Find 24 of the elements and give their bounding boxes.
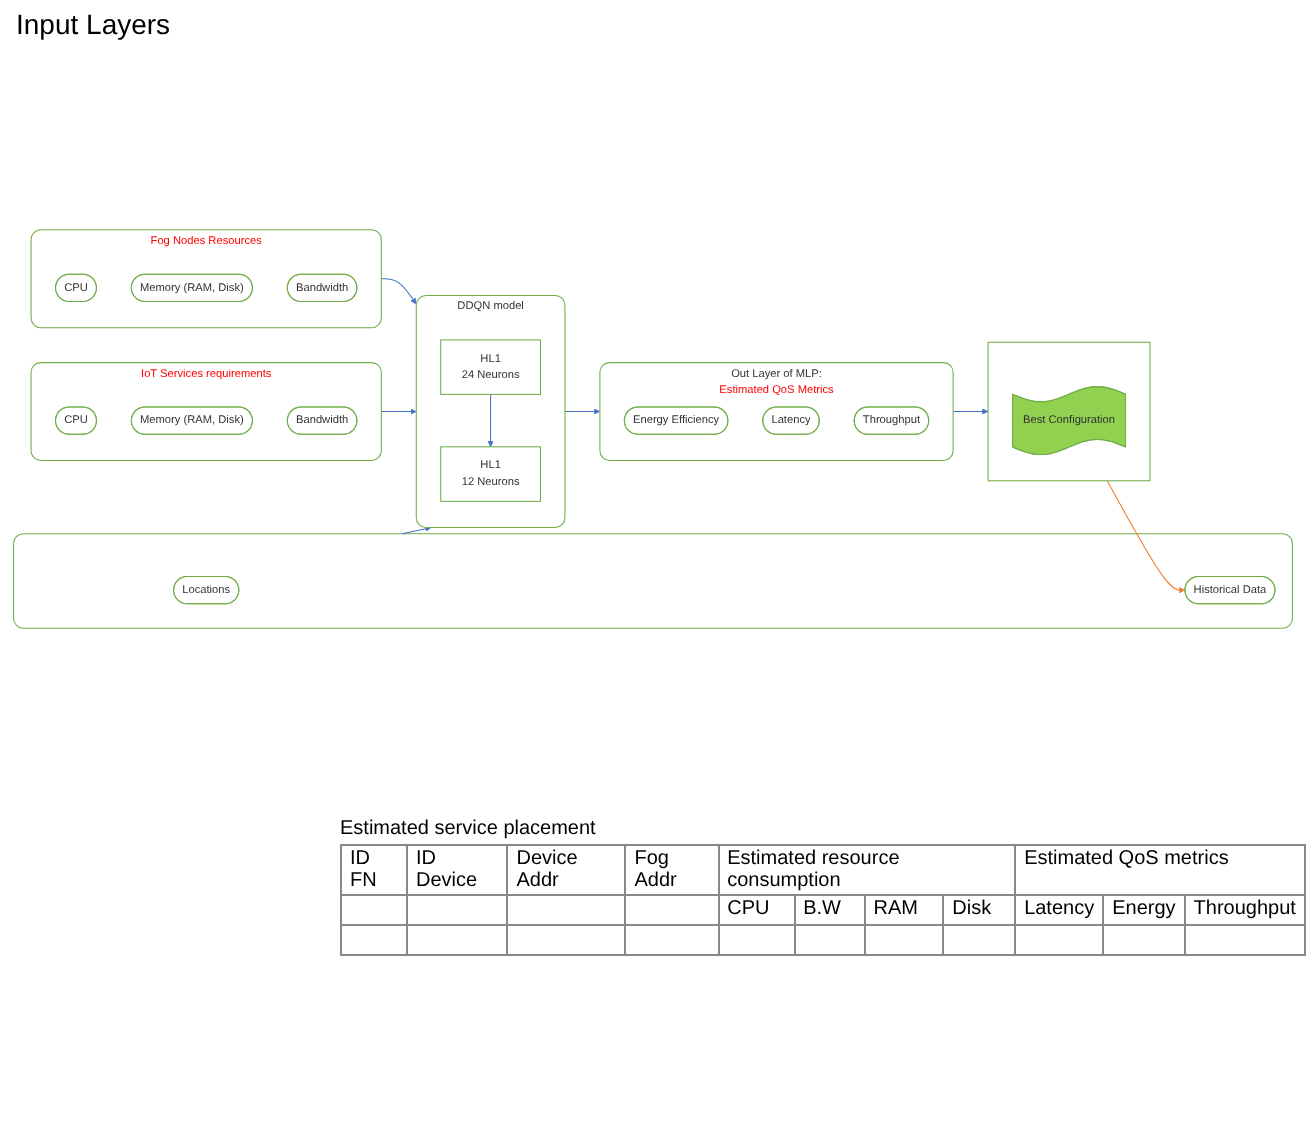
arrow [1106, 480, 1186, 594]
arrow [952, 408, 989, 415]
header-text: Device Addr [516, 848, 580, 892]
arrow [380, 278, 417, 305]
header-text: Fog Addr [634, 848, 679, 892]
header-text: Energy [1112, 898, 1176, 920]
header-text: Estimated QoS metrics [1024, 848, 1229, 870]
arrow [380, 408, 417, 415]
header-text: Latency [1024, 898, 1095, 920]
arrow [401, 525, 432, 535]
cluster [13, 533, 1293, 629]
table-caption: Estimated service placement [340, 818, 596, 840]
header-text: B.W [803, 898, 841, 920]
header-text: RAM [873, 898, 918, 920]
header-text: ID Device [415, 848, 480, 892]
header-text: Disk [952, 898, 992, 920]
header-text: Throughput [1193, 898, 1296, 920]
header-text: CPU [727, 898, 770, 920]
header-text: ID FN [350, 848, 379, 892]
cluster [987, 341, 1151, 482]
header-text: Estimated resource consumption [727, 848, 902, 892]
diagram-title: Input Layers [16, 8, 171, 40]
arrow [564, 408, 601, 415]
arrow [487, 393, 494, 448]
